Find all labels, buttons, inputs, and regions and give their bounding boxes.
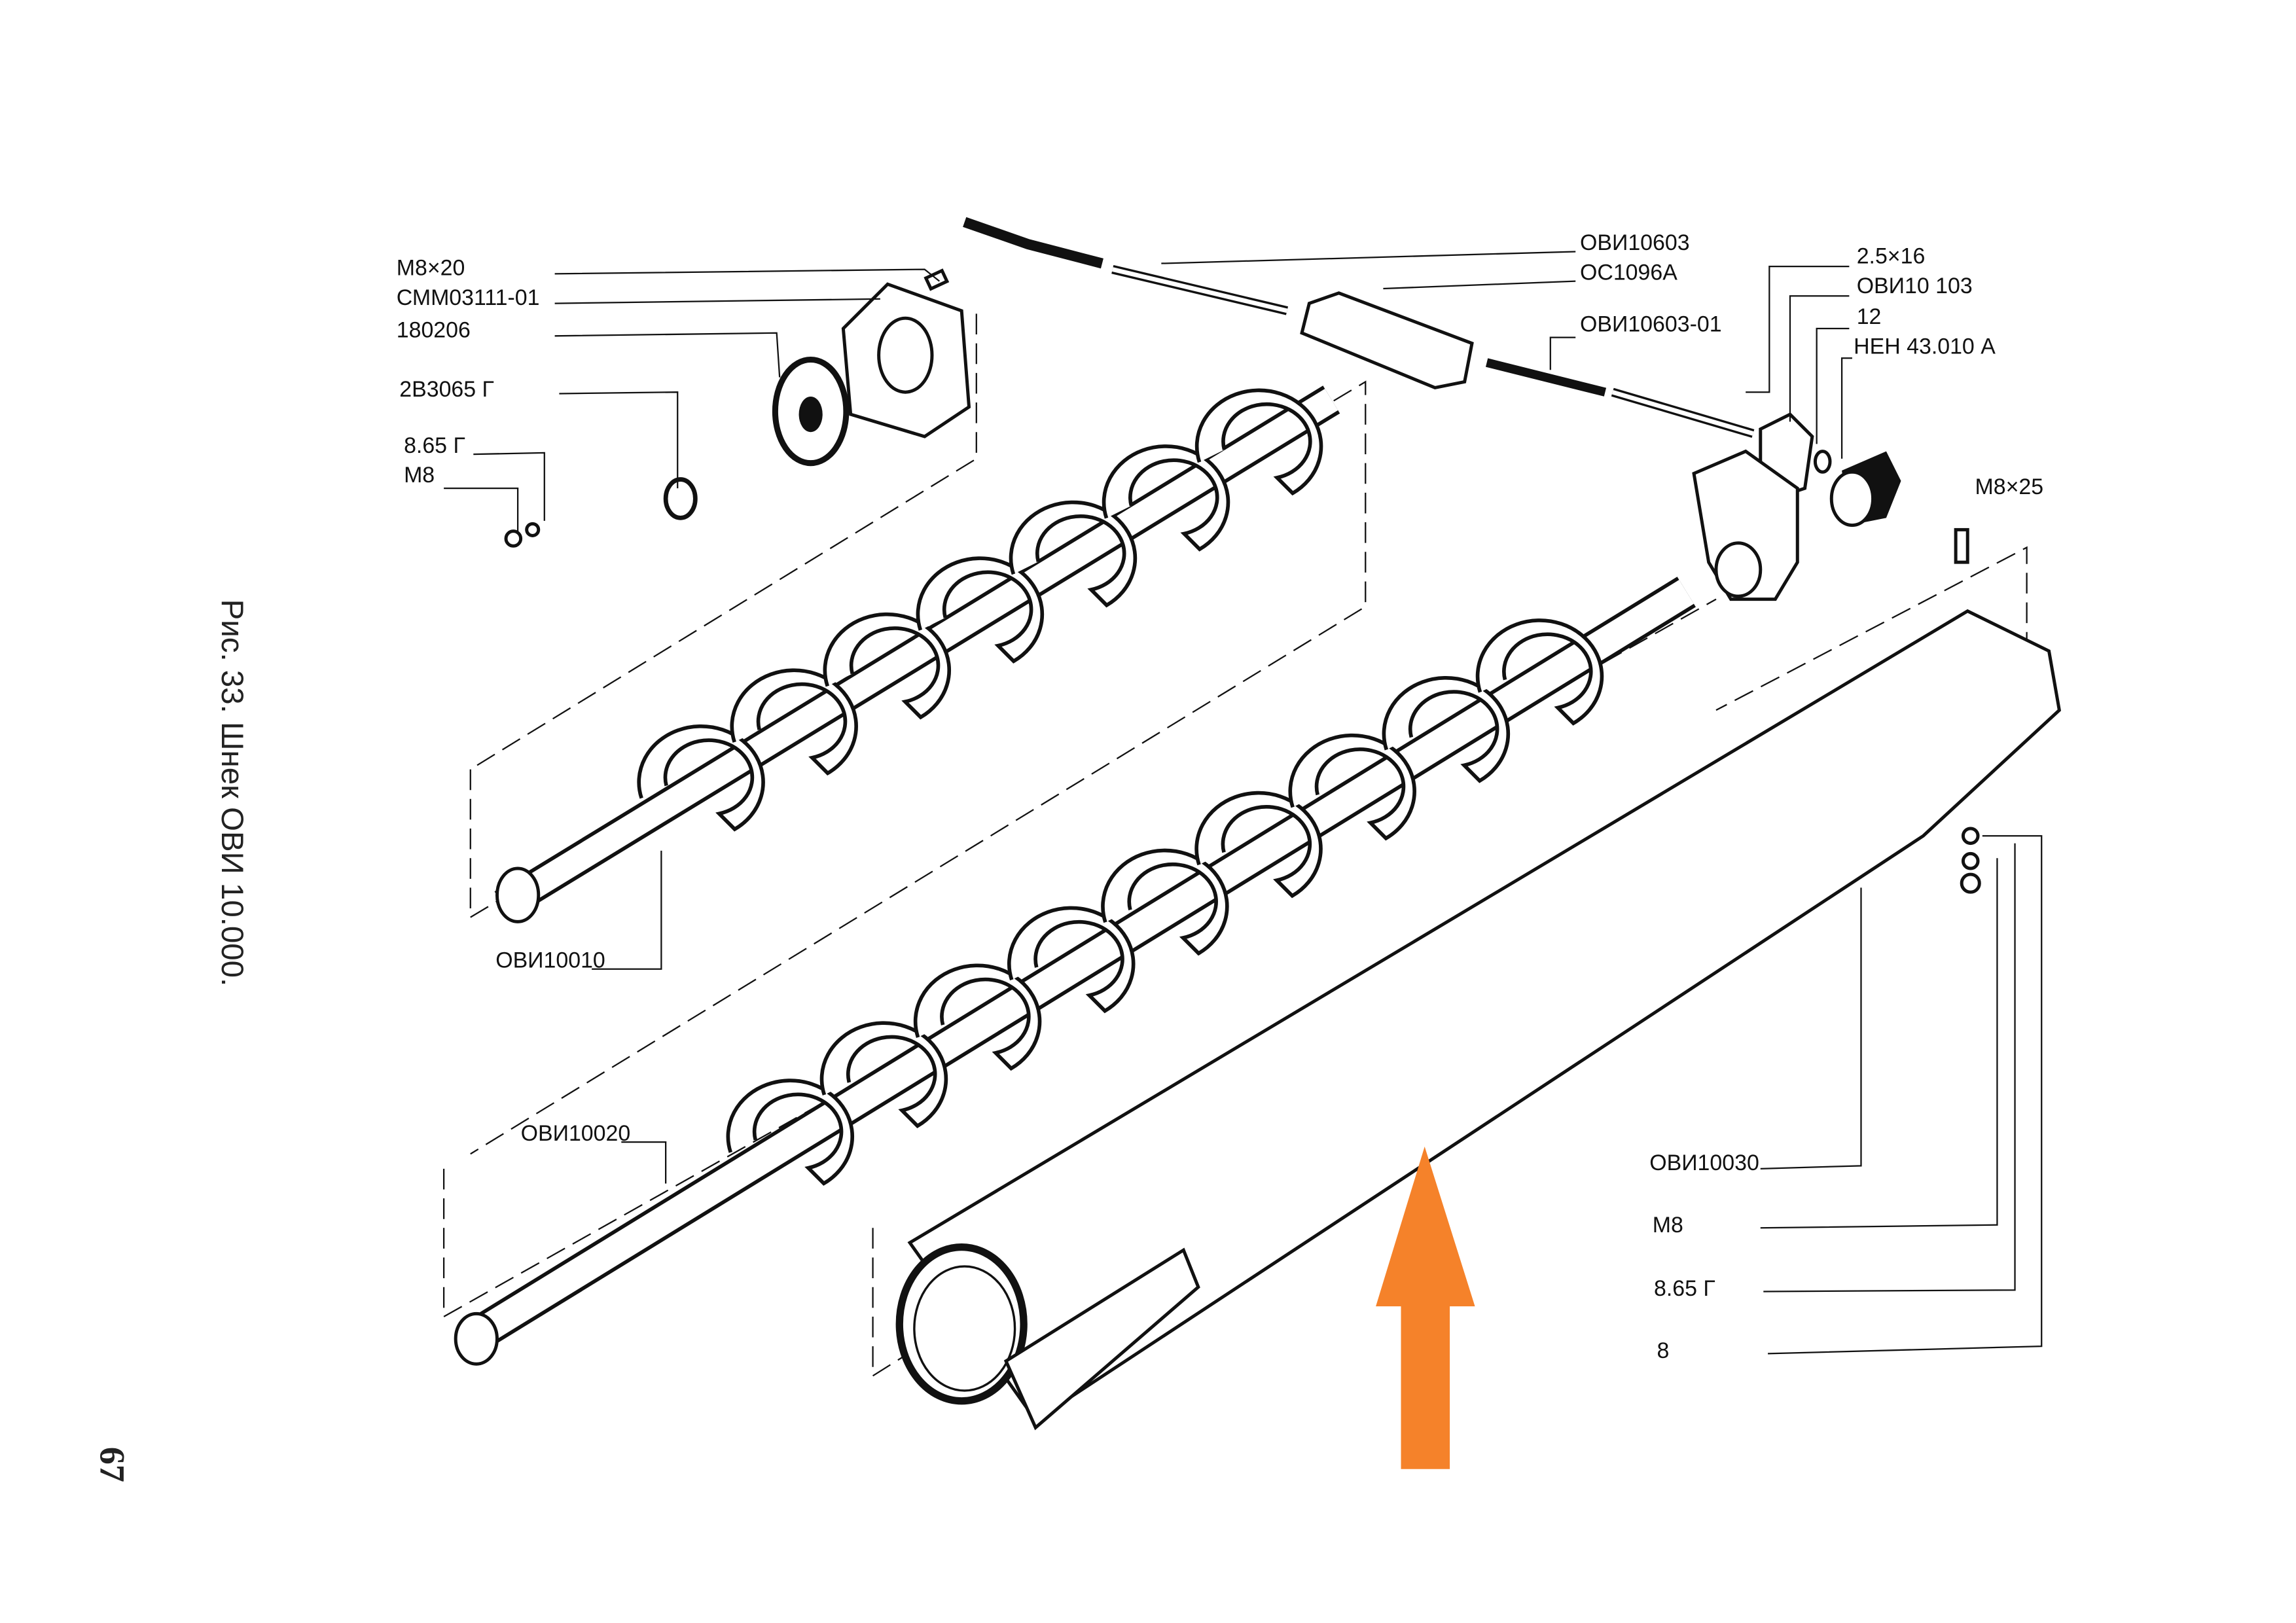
auger-flight <box>1288 733 1416 841</box>
auger-flight <box>1475 618 1604 726</box>
label-rod: ОВИ10603 <box>1580 230 1690 255</box>
label-nut-left: M8 <box>404 463 435 488</box>
label-tube: ОВИ10030 <box>1649 1150 1759 1175</box>
label-washer-left: 8.65 Г <box>404 433 465 458</box>
auger-flight <box>1382 675 1511 783</box>
auger-tube <box>895 609 2062 1431</box>
part-labels: M8×20 СММ03111-01 180206 2В3065 Г 8.65 Г… <box>397 230 2043 1363</box>
figure-caption: Рис. 33. Шнек ОВИ 10.000. <box>215 599 249 987</box>
label-flange-housing: СММ03111-01 <box>397 285 540 310</box>
orange-arrow-icon <box>1376 1146 1475 1469</box>
auger-flight <box>726 1079 855 1186</box>
leader-lines <box>444 251 2043 1355</box>
label-bolt-m8x20: M8×20 <box>397 256 465 281</box>
auger-flight <box>1101 848 1229 956</box>
auger-flight <box>916 556 1045 664</box>
auger-flight <box>1194 791 1323 899</box>
label-bearing: 180206 <box>397 318 471 343</box>
small-parts <box>504 217 1981 894</box>
label-bracket: ОВИ10 103 <box>1857 274 1973 298</box>
label-cotter-pin: 2.5×16 <box>1857 244 1926 269</box>
label-washer-12: 12 <box>1857 304 1882 329</box>
label-nut-right: M8 <box>1653 1213 1683 1238</box>
auger-flight <box>913 963 1042 1071</box>
page-number: 67 <box>93 1447 132 1482</box>
auger-flight <box>637 724 765 832</box>
auger-flight <box>1007 906 1136 1014</box>
lower-auger <box>454 577 1696 1366</box>
label-turnbuckle: ОС1096А <box>1580 260 1677 285</box>
label-rod-01: ОВИ10603-01 <box>1580 312 1722 337</box>
label-washer-8: 8 <box>1657 1338 1670 1363</box>
auger-flight <box>730 668 858 776</box>
auger-flight <box>1194 388 1323 496</box>
auger-flight <box>819 1021 948 1129</box>
label-auger-lower: ОВИ10020 <box>521 1121 631 1146</box>
label-bolt-m8x25: M8×25 <box>1975 474 2044 499</box>
label-auger-upper: ОВИ10010 <box>495 948 605 972</box>
auger-flight <box>823 612 952 720</box>
upper-auger <box>494 385 1340 923</box>
label-retaining-ring: 2В3065 Г <box>399 377 494 402</box>
label-washer-right: 8.65 Г <box>1654 1276 1715 1301</box>
auger-flight <box>1102 444 1230 552</box>
auger-flight <box>1009 500 1138 608</box>
label-bushing: НЕН 43.010 А <box>1854 334 1996 359</box>
